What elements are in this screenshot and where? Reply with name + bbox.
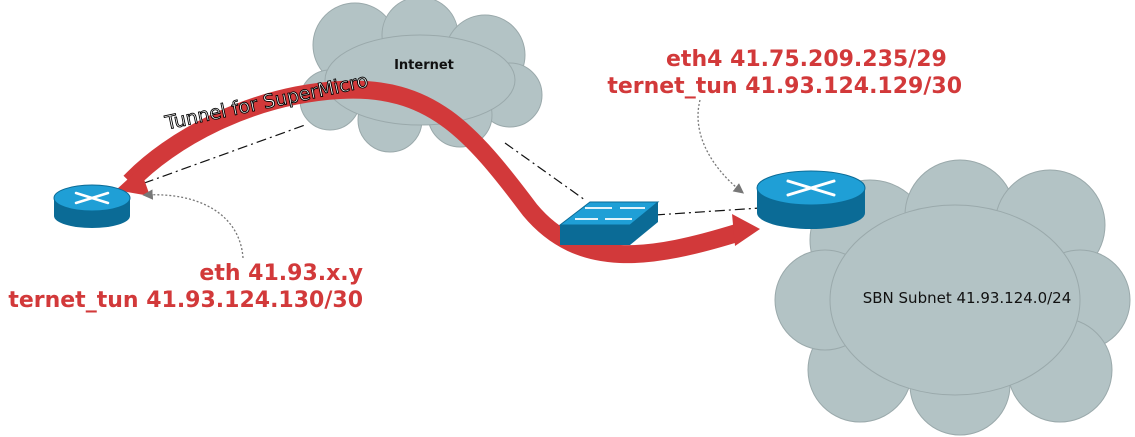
left-router-label-line1: eth 41.93.x.y <box>199 261 363 286</box>
link-switch-right-router <box>654 207 761 216</box>
subnet-cloud-icon <box>774 159 1131 436</box>
link-internet-switch <box>504 142 586 201</box>
tunnel-arrow-head-right <box>732 214 760 246</box>
tunnel-arrow <box>116 80 760 264</box>
network-links <box>124 124 761 216</box>
right-router-label-line1: eth4 41.75.209.235/29 <box>666 47 947 72</box>
left-router-icon[interactable] <box>53 184 131 228</box>
callout-right-router <box>697 99 745 194</box>
link-left-router-internet <box>124 124 306 191</box>
right-router-label-line2: ternet_tun 41.93.124.129/30 <box>607 74 962 99</box>
tunnel-arrow-head-left <box>116 168 150 196</box>
internet-cloud-label: Internet <box>394 58 454 73</box>
switch-icon[interactable] <box>558 201 660 245</box>
subnet-cloud-label: SBN Subnet 41.93.124.0/24 <box>863 289 1072 307</box>
right-router-icon[interactable] <box>756 170 866 229</box>
callout-arrows <box>142 99 745 259</box>
left-router-label-line2: ternet_tun 41.93.124.130/30 <box>8 288 363 313</box>
callout-left-router <box>142 189 244 259</box>
internet-cloud-icon <box>299 0 543 153</box>
